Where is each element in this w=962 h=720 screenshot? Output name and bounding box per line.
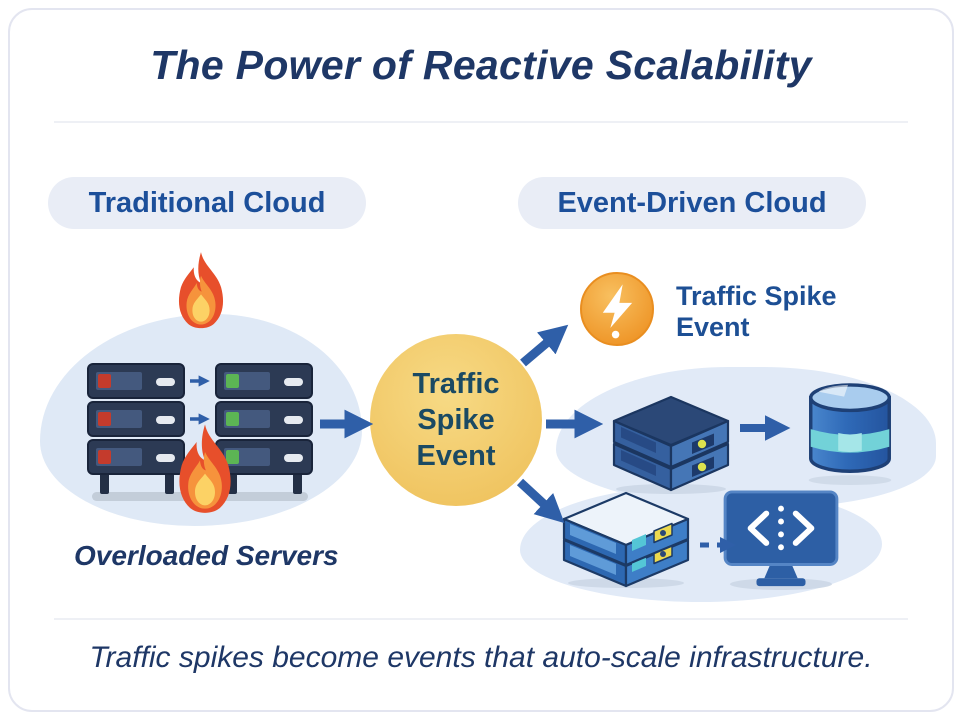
hub-line-2: Spike — [417, 404, 495, 436]
event-driven-cloud-heading: Event-Driven Cloud — [518, 177, 866, 229]
code-brackets-icon — [747, 505, 815, 552]
database-cylinder-icon — [808, 383, 892, 486]
lightning-bolt-icon — [602, 284, 633, 339]
traffic-spike-event-label: Traffic Spike Event — [676, 281, 837, 343]
footer-caption: Traffic spikes become events that auto-s… — [89, 641, 873, 674]
flame-icon — [179, 424, 231, 513]
overloaded-servers-label: Overloaded Servers — [74, 540, 339, 571]
hub-line-3: Event — [416, 440, 496, 472]
left-rack-red — [87, 363, 185, 475]
rack-to-rack-arrow-icon — [190, 375, 210, 425]
badge-label-line-2: Event — [676, 312, 750, 342]
hub-line-1: Traffic — [412, 368, 500, 400]
traditional-cloud-label: Traditional Cloud — [88, 186, 326, 219]
traffic-spike-event-hub: Traffic Spike Event — [370, 334, 542, 506]
page-title: The Power of Reactive Scalability — [150, 42, 812, 88]
traditional-cloud-heading: Traditional Cloud — [48, 177, 366, 229]
traffic-spike-badge — [580, 272, 654, 346]
server-stack-icon — [612, 395, 730, 494]
flame-icon — [178, 252, 224, 329]
code-monitor-icon — [723, 490, 839, 590]
top-divider — [54, 121, 908, 123]
right-rack-green — [215, 363, 313, 475]
badge-label-line-1: Traffic Spike — [676, 281, 837, 311]
event-driven-cloud-label: Event-Driven Cloud — [557, 186, 827, 219]
server-stack-icon — [562, 491, 690, 588]
rack-legs — [100, 472, 302, 494]
bottom-divider — [54, 618, 908, 620]
